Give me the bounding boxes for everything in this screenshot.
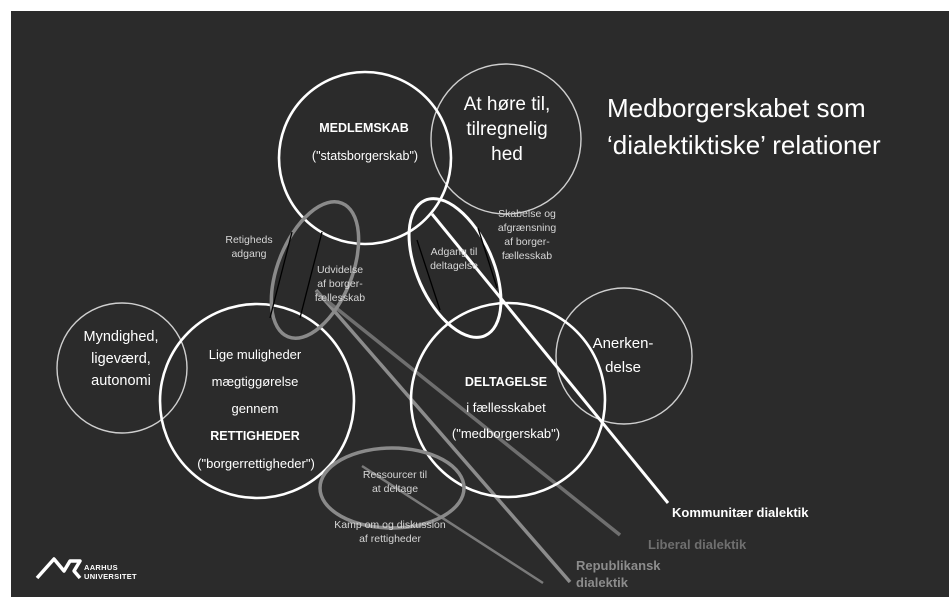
resources-ellipse: [318, 446, 466, 530]
republican-dialectic-label: Republikansk dialektik: [576, 558, 661, 590]
title-line-2: ‘dialektiktiske’ relationer: [607, 130, 881, 160]
membership-label: MEDLEMSKAB: [319, 121, 409, 135]
membership-sub: ("statsborgerskab"): [311, 149, 419, 163]
logo-line-1: AARHUS: [84, 563, 118, 572]
liberal-dialectic-line: [314, 290, 622, 537]
recognition-circle: [555, 287, 693, 425]
slide-title: Medborgerskabet som ‘dialektiktiske’ rel…: [607, 90, 881, 164]
rights-sub: ("borgerrettigheder"): [197, 456, 315, 471]
liberal-dialectic-label: Liberal dialektik: [648, 537, 747, 552]
access-connector: [416, 239, 441, 311]
communitarian-dialectic-line: [430, 213, 670, 504]
authority-circle: [56, 302, 188, 434]
belonging-circle: [430, 63, 582, 215]
slide: [11, 11, 949, 597]
logo-line-2: UNIVERSITET: [84, 572, 137, 581]
republican-dialectic-line: [314, 288, 572, 584]
communitarian-dialectic-label: Kommunitær dialektik: [672, 505, 809, 520]
belonging-text: At høre til, tilregnelig hed: [463, 94, 551, 165]
access-participation-label: Adgang til deltagelse: [430, 246, 478, 272]
authority-text: Myndighed, ligeværd, autonomi: [83, 329, 159, 389]
rights-line-3: gennem: [231, 401, 279, 416]
rights-line-1: Lige muligheder: [208, 347, 302, 362]
access-ellipse: [407, 197, 503, 339]
participation-sub: ("medborgerskab"): [451, 426, 561, 441]
resources-dialectic-line: [361, 464, 544, 585]
participation-line-2: i fællesskabet: [466, 400, 546, 415]
rights-access-connector: [269, 231, 293, 319]
extension-label: Udvidelse af borger- fællesskab: [314, 264, 366, 304]
title-line-1: Medborgerskabet som: [607, 93, 866, 123]
creation-label: Skabelse og afgrænsning af borger- fælle…: [497, 208, 557, 262]
resources-label: Ressourcer til at deltage: [362, 469, 428, 495]
struggle-label: Kamp om og diskussion af rettigheder: [334, 519, 446, 545]
rights-label: RETTIGHEDER: [210, 429, 300, 443]
participation-circle: [409, 301, 607, 499]
recognition-text: Anerken- delse: [592, 335, 654, 376]
extension-ellipse: [269, 200, 361, 340]
participation-label: DELTAGELSE: [464, 375, 548, 389]
rights-circle: [158, 302, 356, 500]
rights-access-label: Retigheds adgang: [225, 234, 273, 260]
aarhus-logo-text: AARHUS UNIVERSITET: [84, 563, 137, 581]
rights-access-connector-2: [299, 231, 323, 319]
membership-circle: [277, 70, 453, 246]
access-connector-2: [477, 227, 498, 289]
aarhus-logo-mark: [35, 557, 82, 580]
rights-line-2: mægtiggørelse: [211, 374, 299, 389]
